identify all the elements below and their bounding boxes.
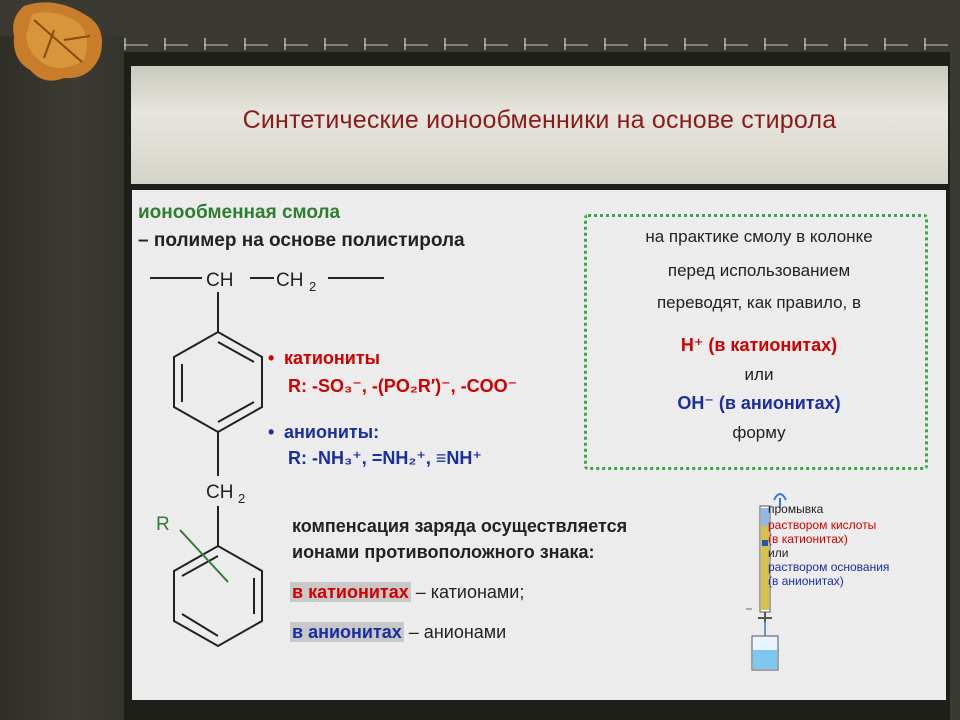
column-acid-note: (в катионитах) bbox=[768, 532, 848, 546]
r-group-label: R bbox=[156, 514, 170, 535]
cation-highlight: в катионитах bbox=[290, 582, 411, 602]
bridge-ch2-text: CH bbox=[206, 482, 233, 503]
compensation-line-2: ионами противоположного знака: bbox=[292, 542, 595, 562]
column-wash-label: промывка bbox=[768, 502, 824, 516]
resin-definition: – полимер на основе полистирола bbox=[138, 230, 465, 251]
slide-title: Синтетические ионообменники на основе ст… bbox=[242, 106, 837, 134]
practice-line-2: перед использованием bbox=[667, 261, 851, 280]
practice-note-box: на практике смолу в колонке перед исполь… bbox=[584, 214, 928, 470]
practice-form: форму bbox=[732, 423, 786, 442]
cation-formula: R: -SO₃⁻, -(PO₂R′)⁻, -COO⁻ bbox=[288, 376, 518, 396]
top-background-strip bbox=[0, 0, 960, 36]
dashed-divider-2 bbox=[124, 44, 960, 46]
anion-rest: – анионами bbox=[403, 622, 507, 642]
anion-name: аниониты: bbox=[284, 422, 380, 442]
column-base-label: раствором основания bbox=[768, 560, 890, 574]
chain-ch-text: CH bbox=[206, 270, 233, 291]
cation-rest: – катионами; bbox=[410, 582, 525, 602]
column-acid-label: раствором кислоты bbox=[768, 518, 877, 532]
cation-bullet: • bbox=[268, 348, 275, 368]
chain-ch2-text: CH bbox=[276, 270, 303, 291]
compensation-line-1: компенсация заряда осуществляется bbox=[292, 516, 628, 536]
practice-or: или bbox=[744, 365, 774, 384]
practice-h-form: H⁺ (в катионитах) bbox=[680, 335, 838, 355]
column-base-note: (в анионитах) bbox=[768, 574, 844, 588]
resin-heading: ионообменная смола bbox=[138, 202, 341, 223]
ion-exchange-column-illustration bbox=[746, 493, 787, 671]
left-background-strip bbox=[0, 0, 124, 720]
compensation-anion-line: в анионитах – анионами bbox=[290, 622, 506, 643]
chain-ch2-subscript: 2 bbox=[309, 279, 316, 294]
autumn-leaf-decoration bbox=[13, 2, 102, 81]
cation-name: катиониты bbox=[284, 348, 381, 368]
anion-formula: R: -NH₃⁺, =NH₂⁺, ≡NH⁺ bbox=[288, 448, 482, 468]
practice-line-3: переводят, как правило, в bbox=[656, 293, 862, 312]
polystyrene-structure: CH CH 2 CH 2 R bbox=[150, 270, 384, 648]
column-or-label: или bbox=[768, 546, 789, 560]
content-panel: ионообменная смола – полимер на основе п… bbox=[132, 190, 946, 700]
practice-oh-form: OH⁻ (в анионитах) bbox=[677, 393, 841, 413]
anion-highlight: в анионитах bbox=[290, 622, 404, 642]
title-band: Синтетические ионообменники на основе ст… bbox=[131, 66, 948, 184]
compensation-cation-line: в катионитах – катионами; bbox=[290, 582, 524, 603]
bridge-ch2-subscript: 2 bbox=[238, 491, 245, 506]
practice-line-1: на практике смолу в колонке bbox=[645, 227, 873, 246]
anion-bullet: • bbox=[268, 422, 275, 442]
